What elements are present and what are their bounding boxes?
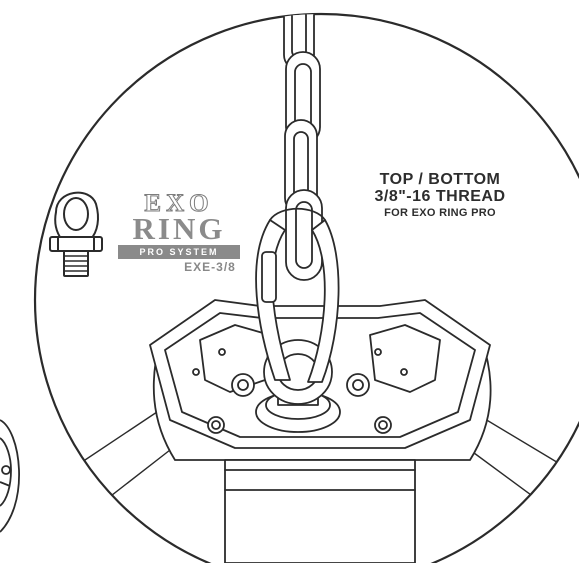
logo-tagline: PRO SYSTEM [118, 245, 240, 259]
chain [283, 14, 323, 281]
callout-line-2: 3/8"-16 THREAD [374, 187, 506, 205]
exo-ring-logo: EXO RING PRO SYSTEM [113, 190, 245, 282]
snap-hook [255, 207, 340, 383]
thread-callout: TOP / BOTTOM 3/8"-16 THREAD FOR EXO RING… [325, 171, 555, 219]
callout-line-3: FOR EXO RING PRO [384, 206, 496, 219]
callout-line-1: TOP / BOTTOM [379, 171, 501, 188]
left-edge-fragment [0, 419, 20, 533]
logo-word-exo: EXO [144, 190, 214, 217]
eye-bolt-product-image [49, 191, 103, 277]
logo-word-ring: RING [132, 211, 226, 246]
product-model-label: EXE-3/8 [184, 260, 236, 274]
